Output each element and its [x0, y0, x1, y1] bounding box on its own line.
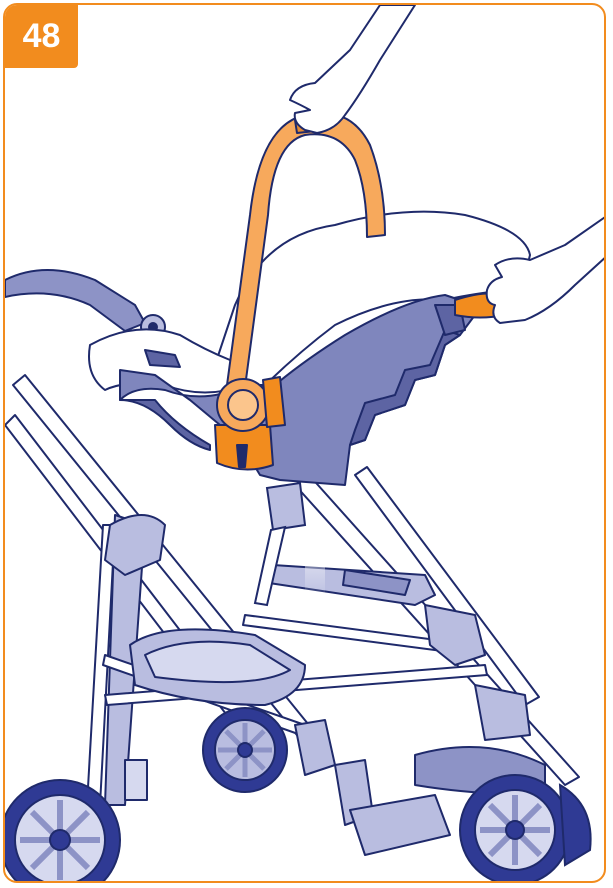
step-number-badge: 48 [5, 5, 78, 68]
rear-left-wheel [5, 780, 120, 883]
top-hand [290, 5, 415, 133]
rear-middle-wheel [203, 708, 287, 792]
front-right-wheel [460, 775, 570, 883]
step-number: 48 [23, 17, 61, 56]
instruction-frame: 48 [3, 3, 606, 883]
infant-car-seat [89, 113, 530, 485]
car-seat-lift-off-stroller-illustration [5, 5, 606, 883]
front-right-back-wheel [560, 785, 591, 865]
